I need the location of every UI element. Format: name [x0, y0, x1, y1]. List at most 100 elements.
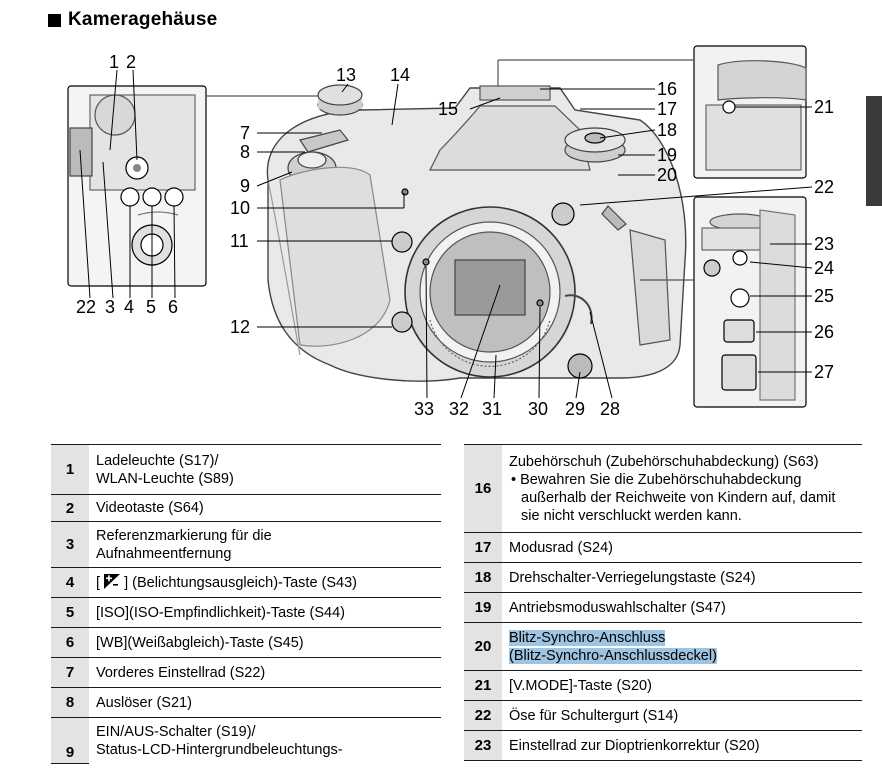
table-row: 18 Drehschalter-Verriegelungstaste (S24) — [464, 562, 862, 593]
legend-table-right: 16 Zubehörschuh (Zubehörschuhabdeckung) … — [464, 444, 862, 761]
callout-11: 11 — [230, 231, 249, 251]
callout-6: 6 — [168, 297, 179, 317]
callout-25: 25 — [814, 286, 835, 306]
section-title: Kameragehäuse — [68, 9, 218, 30]
callout-4: 4 — [124, 297, 135, 317]
row-number: 7 — [51, 657, 89, 688]
callout-15: 15 — [438, 99, 459, 119]
row-description-exposure: [ ] (Belichtungsausgleich)-Taste (S43) — [89, 567, 441, 598]
accessory-shoe-label: Zubehörschuh (Zubehörschuhabdeckung) (S6… — [509, 453, 819, 470]
callout-9: 9 — [240, 176, 251, 196]
row-description: [V.MODE]-Taste (S20) — [502, 670, 862, 701]
row-number: 22 — [464, 700, 502, 731]
table-row: 2 Videotaste (S64) — [51, 494, 441, 522]
row-description: Zubehörschuh (Zubehörschuhabdeckung) (S6… — [502, 444, 862, 533]
callout-30: 30 — [528, 399, 549, 419]
table-row: 16 Zubehörschuh (Zubehörschuhabdeckung) … — [464, 444, 862, 533]
camera-body-diagram — [67, 45, 813, 408]
table-row: 8 Auslöser (S21) — [51, 687, 441, 718]
callout-5: 5 — [146, 297, 157, 317]
callout-31: 31 — [482, 399, 503, 419]
row-description: Modusrad (S24) — [502, 532, 862, 563]
row-description: Referenzmarkierung für die Aufnahmeentfe… — [89, 521, 441, 568]
row-number: 8 — [51, 687, 89, 718]
row-number: 4 — [51, 567, 89, 598]
callout-1: 1 — [109, 52, 120, 72]
inset-top-left — [67, 85, 322, 287]
row-number: 3 — [51, 521, 89, 568]
row-number: 9 — [51, 717, 89, 764]
table-row: 21 [V.MODE]-Taste (S20) — [464, 670, 862, 701]
inset-top-right — [497, 45, 807, 179]
callout-28: 28 — [600, 399, 621, 419]
callout-13: 13 — [336, 65, 357, 85]
table-row: 22 Öse für Schultergurt (S14) — [464, 700, 862, 731]
row-description: Antriebsmoduswahlschalter (S47) — [502, 592, 862, 623]
table-row: 7 Vorderes Einstellrad (S22) — [51, 657, 441, 688]
square-bullet-icon — [48, 13, 61, 27]
callout-12: 12 — [230, 317, 251, 337]
callout-33: 33 — [414, 399, 435, 419]
row-number: 19 — [464, 592, 502, 623]
table-row: 1 Ladeleuchte (S17)/ WLAN-Leuchte (S89) — [51, 444, 441, 495]
row-number: 6 — [51, 627, 89, 658]
exposure-label: ] (Belichtungsausgleich)-Taste (S43) — [124, 574, 358, 591]
row-description: Öse für Schultergurt (S14) — [502, 700, 862, 731]
row-number: 21 — [464, 670, 502, 701]
row-description: Vorderes Einstellrad (S22) — [89, 657, 441, 688]
callout-14: 14 — [390, 65, 411, 85]
table-row: 4 [ ] (Belichtungsausgleich)-Taste (S43) — [51, 567, 441, 598]
callout-20: 20 — [657, 165, 678, 185]
accessory-shoe-note: • Bewahren Sie die Zubehörschuhabdeckung… — [511, 471, 836, 524]
table-row: 5 [ISO](ISO-Empfindlichkeit)-Taste (S44) — [51, 597, 441, 628]
callout-8: 8 — [240, 142, 251, 162]
camera-main-body — [266, 84, 687, 382]
callout-19: 19 — [657, 145, 678, 165]
callout-3: 3 — [105, 297, 116, 317]
row-number: 23 — [464, 730, 502, 761]
row-number: 5 — [51, 597, 89, 628]
row-description: Auslöser (S21) — [89, 687, 441, 718]
section-heading: Kameragehäuse — [48, 9, 217, 31]
highlighted-text: Blitz-Synchro-Anschluss (Blitz-Synchro-A… — [509, 629, 717, 664]
row-number: 1 — [51, 444, 89, 495]
callout-21: 21 — [814, 97, 835, 117]
callout-22-left: 22 — [76, 297, 97, 317]
table-row: 19 Antriebsmoduswahlschalter (S47) — [464, 592, 862, 623]
row-description: [WB](Weißabgleich)-Taste (S45) — [89, 627, 441, 658]
table-row: 23 Einstellrad zur Dioptrienkorrektur (S… — [464, 730, 862, 761]
callout-7: 7 — [240, 123, 251, 143]
callout-29: 29 — [565, 399, 586, 419]
callout-23: 23 — [814, 234, 835, 254]
row-number: 18 — [464, 562, 502, 593]
row-number: 20 — [464, 622, 502, 671]
callout-27: 27 — [814, 362, 835, 382]
row-number: 16 — [464, 444, 502, 533]
row-number: 2 — [51, 494, 89, 522]
row-description-highlighted: Blitz-Synchro-Anschluss (Blitz-Synchro-A… — [502, 622, 862, 671]
legend-table-left: 1 Ladeleuchte (S17)/ WLAN-Leuchte (S89) … — [51, 444, 441, 764]
callout-32: 32 — [449, 399, 470, 419]
row-description: Einstellrad zur Dioptrienkorrektur (S20) — [502, 730, 862, 761]
chapter-tab — [866, 96, 882, 206]
callout-22-right: 22 — [814, 177, 835, 197]
callout-2: 2 — [126, 52, 137, 72]
row-description: Videotaste (S64) — [89, 494, 441, 522]
table-row: 6 [WB](Weißabgleich)-Taste (S45) — [51, 627, 441, 658]
exposure-compensation-icon — [104, 573, 121, 589]
callout-18: 18 — [657, 120, 678, 140]
row-number: 17 — [464, 532, 502, 563]
table-row: 3 Referenzmarkierung für die Aufnahmeent… — [51, 521, 441, 568]
row-description: [ISO](ISO-Empfindlichkeit)-Taste (S44) — [89, 597, 441, 628]
row-description: Ladeleuchte (S17)/ WLAN-Leuchte (S89) — [89, 444, 441, 495]
table-row: 20 Blitz-Synchro-Anschluss (Blitz-Synchr… — [464, 622, 862, 671]
table-row: 9 EIN/AUS-Schalter (S19)/ Status-LCD-Hin… — [51, 717, 441, 764]
inset-right — [640, 196, 807, 408]
row-description: EIN/AUS-Schalter (S19)/ Status-LCD-Hinte… — [96, 723, 343, 758]
callout-26: 26 — [814, 322, 835, 342]
callout-16: 16 — [657, 79, 678, 99]
callout-17: 17 — [657, 99, 678, 119]
leader-lines — [79, 69, 813, 399]
callout-10: 10 — [230, 198, 251, 218]
row-description: Drehschalter-Verriegelungstaste (S24) — [502, 562, 862, 593]
